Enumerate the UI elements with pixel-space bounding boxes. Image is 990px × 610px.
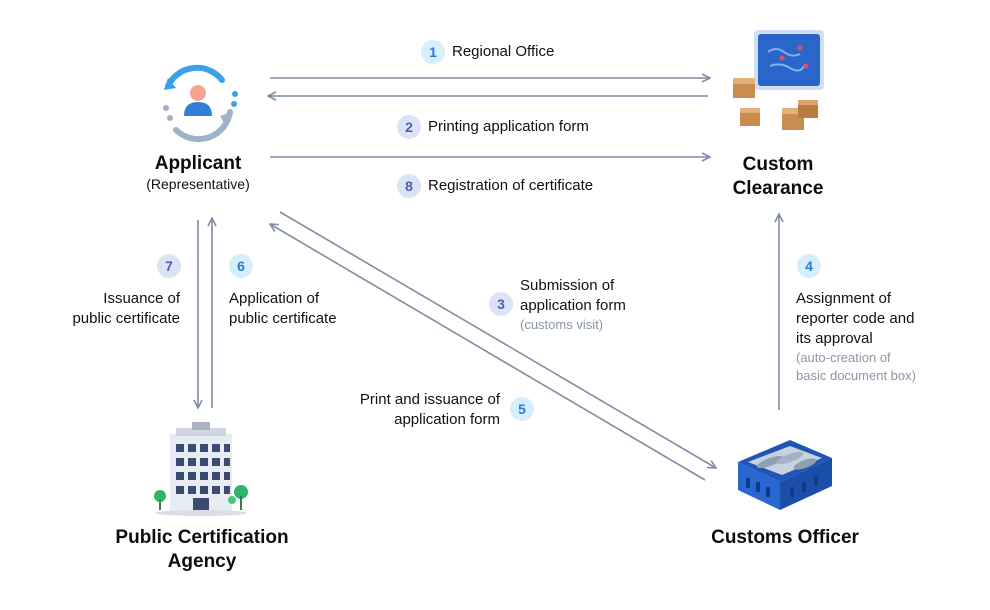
office-building-icon <box>154 422 248 516</box>
step-7-label: Issuance of public certificate <box>20 289 180 329</box>
custom-clearance-title-line2: Clearance <box>732 178 824 199</box>
public-agency-title-line2: Agency <box>167 551 237 572</box>
step-3-line1: Submission of <box>520 277 615 294</box>
custom-clearance-title-line1: Custom <box>742 154 814 175</box>
step-4-line1: Assignment of <box>796 290 892 307</box>
custom-clearance-node: Custom Clearance <box>700 153 856 201</box>
public-agency-node: Public Certification Agency <box>92 526 312 574</box>
arrow-officer-to-applicant-3 <box>270 224 706 481</box>
step-4-badge: 4 <box>797 254 821 278</box>
step-7-badge: 7 <box>157 254 181 278</box>
step-5-line1: Print and issuance of <box>359 391 500 408</box>
step-5-line2: application form <box>394 411 500 428</box>
customs-officer-node: Customs Officer <box>690 526 880 550</box>
arrow-applicant-to-officer-5 <box>279 211 716 468</box>
step-6-badge: 6 <box>229 254 253 278</box>
step-3-note: (customs visit) <box>520 317 604 332</box>
step-3-line2: application form <box>520 297 626 314</box>
customs-monitor-boxes-icon <box>733 30 824 130</box>
step-4-line3: its approval <box>796 330 873 347</box>
step-8-badge: 8 <box>397 174 421 198</box>
applicant-person-icon <box>163 64 238 143</box>
step-4-line2: reporter code and <box>796 310 915 327</box>
step-2-badge: 2 <box>397 115 421 139</box>
step-4-note1: (auto-creation of <box>796 350 891 365</box>
applicant-node: Applicant (Representative) <box>118 152 278 192</box>
step-4-label: Assignment of reporter code and its appr… <box>796 289 916 385</box>
step-2-label: Printing application form <box>428 118 589 135</box>
applicant-subtitle: (Representative) <box>146 176 250 192</box>
customs-officer-title: Customs Officer <box>711 527 859 548</box>
fish-crate-icon <box>738 440 832 510</box>
step-1-label: Regional Office <box>452 43 555 60</box>
step-7-line2: public certificate <box>72 310 180 327</box>
step-3-label: Submission of application form (customs … <box>520 276 626 334</box>
applicant-title: Applicant <box>154 153 242 174</box>
step-6-line2: public certificate <box>229 310 337 327</box>
step-8-label: Registration of certificate <box>428 177 594 194</box>
public-agency-title-line1: Public Certification <box>115 527 289 548</box>
step-3-badge: 3 <box>489 292 513 316</box>
step-4-note2: basic document box) <box>796 368 916 383</box>
step-1-badge: 1 <box>421 40 445 64</box>
step-5-badge: 5 <box>510 397 534 421</box>
step-7-line1: Issuance of <box>103 290 180 307</box>
step-5-label: Print and issuance of application form <box>300 390 500 430</box>
step-6-label: Application of public certificate <box>229 289 337 329</box>
step-6-line1: Application of <box>229 290 320 307</box>
